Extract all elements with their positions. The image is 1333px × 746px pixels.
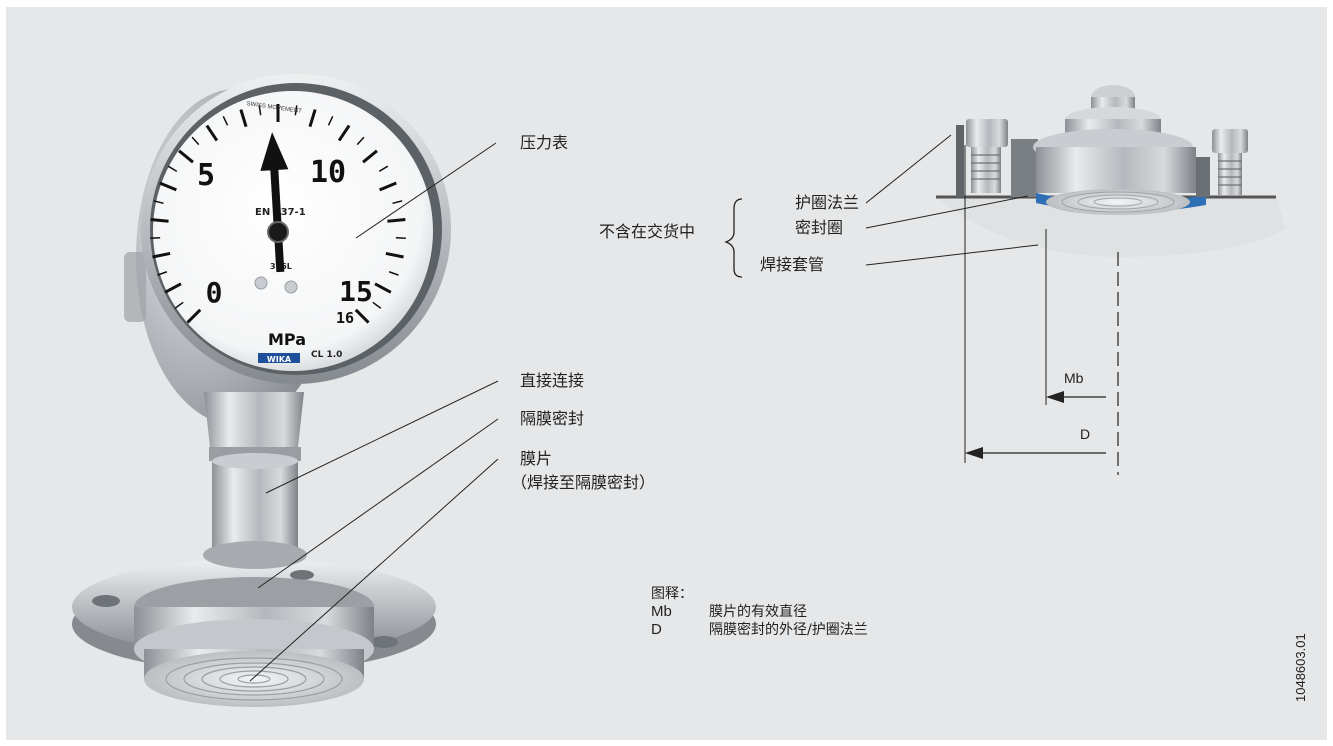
- dial-tick: [152, 251, 171, 259]
- gauge-assembly: SWISS MOVEMENT 5 10 0 15 16 EN 837-1 316…: [72, 74, 451, 707]
- gauge-dial: [153, 91, 433, 371]
- dial-tick: [354, 308, 370, 324]
- dial-tick: [387, 217, 406, 223]
- diaphragm: [144, 651, 364, 707]
- dial-tick: [174, 301, 184, 309]
- label-diaphragm-seal: 隔膜密封: [520, 409, 585, 428]
- brand-logo: [258, 353, 300, 363]
- brace: [724, 198, 743, 278]
- pointer-hub: [267, 221, 289, 243]
- dial-tick: [159, 181, 177, 192]
- dim-label-mb: Mb: [1064, 370, 1084, 386]
- leader-lines: [249, 142, 499, 682]
- dial-tick: [205, 124, 219, 142]
- dial-tick: [222, 115, 229, 126]
- dim-label-d: D: [1080, 426, 1091, 442]
- legend-item: D 隔膜密封的外径/护圈法兰: [651, 621, 868, 639]
- label-direct-connection: 直接连接: [520, 371, 585, 390]
- dial-tick: [388, 271, 399, 276]
- retaining-flange-part: [1036, 147, 1196, 193]
- legend-title: 图释：: [651, 586, 693, 602]
- dial-tick: [239, 109, 248, 128]
- dial-ticks: [150, 104, 406, 324]
- gauge-socket: [204, 392, 304, 447]
- legend-symbol: D: [651, 621, 662, 638]
- scale-number-5: 5: [197, 158, 215, 193]
- dial-tick: [392, 200, 403, 205]
- legend-text: 膜片的有效直径: [709, 604, 807, 620]
- scale-number-0: 0: [206, 276, 223, 309]
- dial-tick: [372, 301, 382, 309]
- figure-frame: SWISS MOVEMENT 5 10 0 15 16 EN 837-1 316…: [6, 7, 1327, 740]
- section-diaphragm: [1046, 189, 1190, 215]
- dial-tick: [153, 200, 164, 205]
- label-sealing-ring: 密封圈: [795, 218, 844, 237]
- dial-tick: [379, 181, 397, 192]
- dial-tick: [385, 251, 404, 259]
- dial-tick: [186, 308, 202, 324]
- document-code: 1048603.01: [1293, 633, 1308, 702]
- label-diaphragm: 膜片: [520, 449, 553, 468]
- dial-tick: [191, 136, 200, 146]
- mb-arrow: [1046, 391, 1064, 403]
- base-plate: [936, 197, 1286, 257]
- bolt-left-nut: [966, 119, 1008, 147]
- label-weld-sleeve: 焊接套管: [760, 255, 825, 274]
- dial-tick: [327, 115, 334, 126]
- label-pressure-gauge: 压力表: [520, 133, 569, 152]
- label-diaphragm-note: （焊接至隔膜密封）: [511, 473, 656, 492]
- scale-number-10: 10: [310, 155, 346, 190]
- dial-tick: [167, 165, 178, 172]
- dial-tick: [150, 217, 169, 223]
- legend-text: 隔膜密封的外径/护圈法兰: [709, 622, 868, 638]
- dial-tick: [362, 149, 378, 164]
- dial-tick: [258, 105, 262, 116]
- label-not-included: 不含在交货中: [599, 222, 696, 241]
- dial-tick: [178, 149, 194, 164]
- d-arrow: [965, 447, 983, 459]
- dial-tick: [308, 109, 317, 128]
- brand-text: WIKA: [267, 355, 292, 364]
- dial-tick: [157, 271, 168, 276]
- scale-number-15: 15: [339, 275, 373, 308]
- unit-text: MPa: [268, 330, 306, 349]
- bolt-right-nut: [1212, 129, 1248, 153]
- dial-tick: [374, 282, 392, 294]
- legend-symbol: Mb: [651, 603, 672, 620]
- section-view: [724, 85, 1286, 475]
- dial-tick: [294, 105, 298, 116]
- dial-tick: [356, 136, 365, 146]
- dial-tick: [164, 282, 182, 294]
- legend-item: Mb 膜片的有效直径: [651, 603, 868, 621]
- dial-tick: [337, 124, 351, 142]
- legend: 图释： Mb 膜片的有效直径 D 隔膜密封的外径/护圈法兰: [651, 586, 868, 639]
- stem: [212, 461, 298, 551]
- label-retaining-flange: 护圈法兰: [795, 193, 860, 212]
- illustration: SWISS MOVEMENT 5 10 0 15 16 EN 837-1 316…: [72, 74, 1286, 707]
- accuracy-text: CL 1.0: [311, 350, 342, 360]
- scale-number-16: 16: [336, 309, 354, 327]
- dial-tick: [378, 165, 389, 172]
